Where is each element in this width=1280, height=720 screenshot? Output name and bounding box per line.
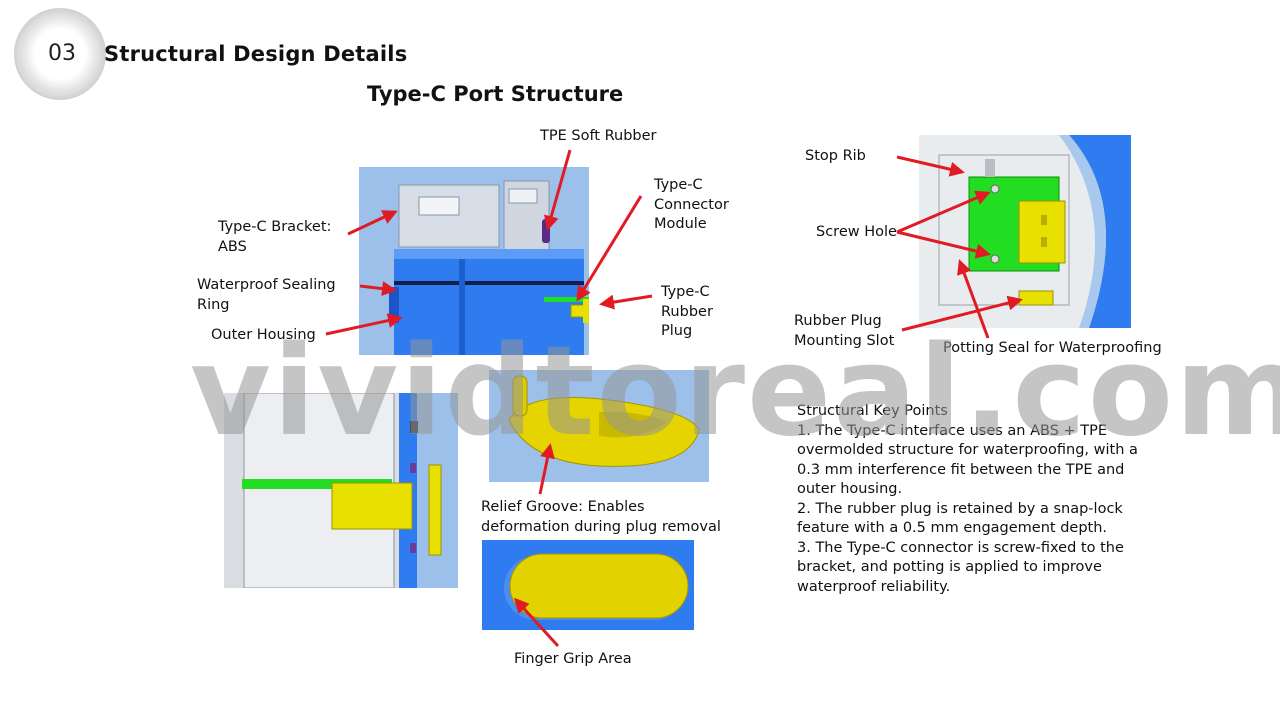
callout-potting-seal: Potting Seal for Waterproofing [943,340,1162,356]
key-points-block: Structural Key Points 1. The Type-C inte… [797,402,1138,597]
callout-stop-rib: Stop Rib [805,148,866,164]
key-point-line: 3. The Type-C connector is screw-fixed t… [797,539,1124,556]
callout-finger-grip: Finger Grip Area [514,651,632,667]
callout-rubber-plug: Type-C Rubber Plug [661,284,713,339]
callout-screw-hole: Screw Hole [816,224,897,240]
key-points-heading: Structural Key Points [797,403,948,419]
diagram-subtitle: Type-C Port Structure [367,82,624,106]
callout-bracket: Type-C Bracket: ABS [218,219,332,255]
key-point-line: outer housing. [797,481,903,497]
key-point-line: 1. The Type-C interface uses an ABS + TP… [797,422,1108,439]
section-badge: 03 [8,4,108,104]
key-point-line: waterproof reliability. [797,578,951,595]
top-view-image [919,135,1131,328]
key-point-line: overmolded structure for waterproofing, … [797,442,1138,458]
key-point-line: bracket, and potting is applied to impro… [797,559,1102,575]
finger-grip-image [482,540,694,630]
key-point-line: 0.3 mm interference fit between the TPE … [797,461,1125,478]
callout-outer-housing: Outer Housing [211,327,316,343]
rubber-plug-3d-image [489,370,709,482]
callout-sealing-ring: Waterproof Sealing Ring [197,277,336,313]
badge-swirl-graphic [14,8,106,100]
page-title: Structural Design Details [104,42,408,66]
key-point-line: 2. The rubber plug is retained by a snap… [797,500,1123,517]
key-point-line: feature with a 0.5 mm engagement depth. [797,520,1108,536]
assembly-cross-section-image [359,167,589,355]
plug-cross-section-image [224,393,458,588]
callout-relief-groove: Relief Groove: Enables deformation durin… [481,499,721,535]
section-number: 03 [48,41,76,66]
callout-plug-slot: Rubber Plug Mounting Slot [794,313,895,349]
callout-connector-module: Type-C Connector Module [654,177,729,232]
arrow-rubber-plug [599,294,653,310]
callout-tpe-soft-rubber: TPE Soft Rubber [540,128,657,144]
